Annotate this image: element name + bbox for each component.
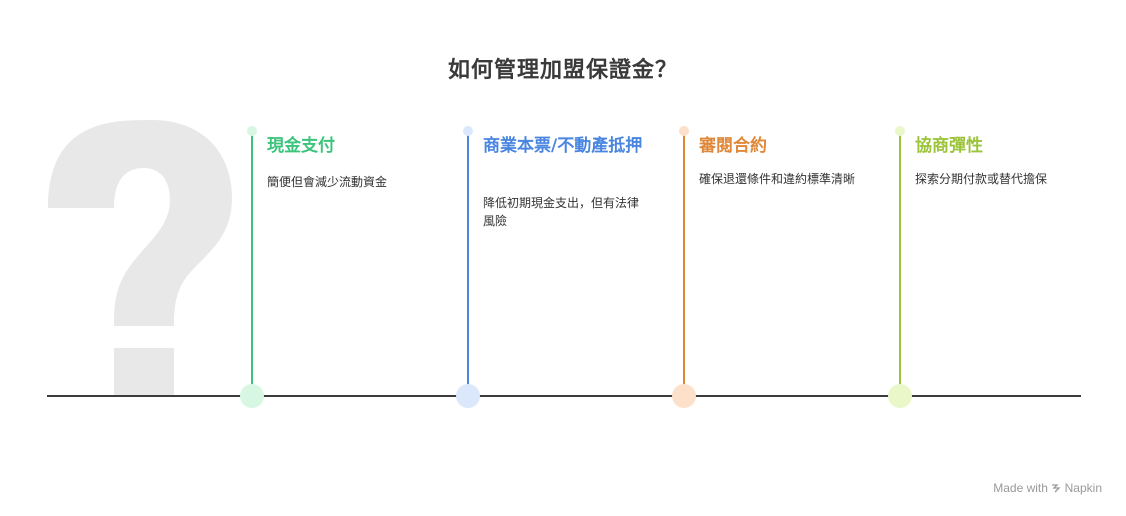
napkin-icon [1052,484,1061,493]
stage-title: 現金支付 [267,136,335,156]
made-with-napkin-footer: Made with Napkin [993,481,1102,495]
stage-top-dot [679,126,689,136]
stage-top-dot [247,126,257,136]
stage-title: 協商彈性 [915,136,983,156]
stage-milestone-dot [888,384,912,408]
made-with-label: Made with [993,481,1048,495]
stage-top-dot [895,126,905,136]
question-mark-icon [48,120,232,396]
stage-title: 審閱合約 [699,136,767,156]
stage-title: 商業本票/不動產抵押 [483,136,643,156]
timeline-baseline [47,395,1081,397]
stage-stem [467,133,469,395]
diagram-title: 如何管理加盟保證金？ [447,57,678,83]
stage-description: 探索分期付款或替代擔保 [915,172,1048,186]
stage-stem [251,133,253,395]
stage-description: 簡便但會減少流動資金 [267,175,388,189]
stage-milestone-dot [456,384,480,408]
stage-stem [683,133,685,395]
stage-milestone-dot [672,384,696,408]
stage-top-dot [463,126,473,136]
stage-stem [899,133,901,395]
stage-description: 確保退還條件和違約標準清晰 [699,172,856,186]
stage-milestone-dot [240,384,264,408]
napkin-brand: Napkin [1064,481,1102,495]
stage-description: 降低初期現金支出，但有法律風險 [483,196,640,228]
